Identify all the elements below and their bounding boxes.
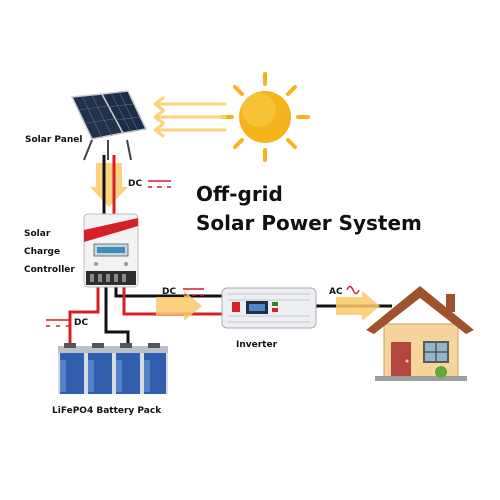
flow-arrow-controller-inverter — [156, 291, 202, 321]
inverter-icon — [221, 287, 317, 329]
sunlight-beams — [153, 96, 227, 138]
battery-label: LiFePO4 Battery Pack — [52, 406, 162, 416]
house-icon — [366, 286, 474, 381]
dc-label-panel: DC — [128, 179, 143, 189]
controller-label-line2: Charge — [24, 247, 61, 257]
flow-arrow-panel-controller — [90, 163, 128, 207]
inverter-label: Inverter — [236, 340, 278, 350]
diagram-title-line1: Off-grid — [196, 182, 283, 206]
ac-sine-icon — [346, 285, 360, 295]
battery-pack-icon — [58, 343, 168, 394]
charge-controller-icon — [83, 213, 139, 288]
flow-arrow-inverter-house — [336, 291, 380, 321]
dc-symbol-icon — [46, 180, 204, 327]
ac-label-house: AC — [329, 287, 343, 297]
solar-panel-icon — [70, 90, 148, 161]
controller-label-line1: Solar — [24, 229, 51, 239]
solar-panel-label: Solar Panel — [25, 135, 83, 145]
controller-label-line3: Controller — [24, 265, 75, 275]
sun-icon — [220, 72, 310, 162]
dc-label-battery: DC — [74, 318, 89, 328]
diagram-title-line2: Solar Power System — [196, 211, 422, 235]
dc-label-inverter: DC — [162, 287, 177, 297]
